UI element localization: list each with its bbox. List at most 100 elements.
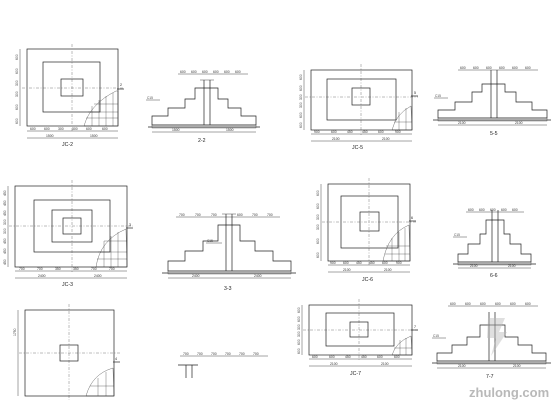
dim-row-top: 700 700 700 600 700 700: [179, 213, 273, 217]
svg-text:450: 450: [3, 190, 7, 196]
svg-text:600: 600: [299, 112, 303, 118]
svg-text:450: 450: [3, 238, 7, 244]
caption: 3-3: [224, 286, 232, 292]
dim-row-bottom: 900 600 450 450 600 900 2100 2100: [330, 261, 402, 272]
svg-text:700: 700: [252, 213, 258, 217]
section-4-4-partial: 700 700 700 700 700 700: [178, 352, 268, 378]
svg-text:300: 300: [297, 324, 301, 330]
plan-jc-5: 5 900 600 450 450 600 900 2100 2100 600 …: [299, 64, 418, 151]
plan-jc-2: 2 600 600 300 300 600 600 1500 1500 600 …: [15, 44, 124, 148]
svg-text:300: 300: [15, 91, 19, 97]
dim-col-left: 600 600 300 300 600 600: [316, 190, 320, 258]
svg-text:600: 600: [460, 66, 466, 70]
svg-text:600: 600: [499, 66, 505, 70]
plan-jc-7: 7 600 600 450 450 600 600 2100 2100 600 …: [297, 299, 418, 377]
caption: JC-2: [62, 142, 73, 148]
svg-text:2100: 2100: [343, 268, 351, 272]
caption: 5-5: [490, 131, 498, 137]
svg-text:600: 600: [465, 302, 471, 306]
svg-text:2100: 2100: [515, 121, 523, 125]
svg-text:600: 600: [382, 261, 388, 265]
svg-text:2100: 2100: [384, 268, 392, 272]
svg-text:600: 600: [180, 70, 186, 74]
dim-row-bottom: 600 600 300 300 600 600 1500 1500: [30, 127, 108, 138]
svg-text:600: 600: [343, 261, 349, 265]
dim-row-top: 700 700 700 700 700 700: [183, 352, 259, 356]
caption: 7-7: [486, 374, 494, 380]
svg-text:600: 600: [501, 208, 507, 212]
dim-row-top: 600 600 600 600 600 600: [460, 66, 531, 70]
svg-text:700: 700: [197, 352, 203, 356]
svg-text:600: 600: [297, 316, 301, 322]
dim-row-top: 600 600 600 600 600 600: [450, 302, 531, 306]
cut-mark: 7: [414, 325, 416, 329]
section-6-6: 600 600 600 600 600 2100 2100 C15 6-6: [453, 208, 536, 279]
svg-text:300: 300: [72, 127, 78, 131]
svg-text:600: 600: [510, 302, 516, 306]
svg-text:300: 300: [58, 127, 64, 131]
svg-text:600: 600: [299, 122, 303, 128]
cut-mark: 3: [129, 223, 131, 227]
svg-text:300: 300: [15, 80, 19, 86]
svg-text:2100: 2100: [513, 364, 521, 368]
dim-col-left: 450 450 450 300 300 450 450 450: [3, 190, 7, 265]
svg-text:600: 600: [297, 339, 301, 345]
svg-text:2100: 2100: [458, 364, 466, 368]
svg-text:600: 600: [316, 252, 320, 258]
svg-text:450: 450: [3, 259, 7, 265]
svg-text:450: 450: [345, 355, 351, 359]
svg-text:350: 350: [73, 267, 79, 271]
svg-text:600: 600: [44, 127, 50, 131]
svg-text:600: 600: [297, 307, 301, 313]
svg-text:900: 900: [330, 261, 336, 265]
svg-text:2100: 2100: [382, 137, 390, 141]
svg-text:600: 600: [316, 190, 320, 196]
svg-text:900: 900: [396, 261, 402, 265]
svg-text:2100: 2100: [332, 137, 340, 141]
svg-text:600: 600: [512, 208, 518, 212]
svg-text:450: 450: [347, 130, 353, 134]
caption: JC-5: [352, 145, 363, 151]
svg-text:700: 700: [19, 267, 25, 271]
svg-text:700: 700: [195, 213, 201, 217]
svg-text:600: 600: [15, 118, 19, 124]
svg-text:600: 600: [495, 302, 501, 306]
dim-row-top: 600 600 600 600 600: [468, 208, 518, 212]
svg-text:600: 600: [331, 130, 337, 134]
svg-text:300: 300: [299, 102, 303, 108]
svg-text:600: 600: [480, 302, 486, 306]
dim-row-bottom: 900 600 450 450 600 900 2100 2100: [314, 130, 401, 141]
cut-mark: 5: [414, 91, 416, 95]
svg-text:600: 600: [468, 208, 474, 212]
svg-text:700: 700: [253, 352, 259, 356]
svg-text:450: 450: [369, 261, 375, 265]
dim-row-bottom: 600 600 450 450 600 600 2100 2100: [312, 355, 400, 366]
svg-text:450: 450: [361, 355, 367, 359]
svg-text:600: 600: [299, 74, 303, 80]
svg-text:700: 700: [211, 213, 217, 217]
svg-text:600: 600: [490, 208, 496, 212]
svg-text:2400: 2400: [254, 274, 262, 278]
section-3-3: 700 700 700 600 700 700 2400 2400 C15 3-…: [162, 213, 296, 292]
svg-text:700: 700: [37, 267, 43, 271]
dim-col-left: 1750: [13, 328, 17, 336]
svg-text:600: 600: [235, 70, 241, 74]
svg-text:600: 600: [479, 208, 485, 212]
svg-text:450: 450: [3, 200, 7, 206]
svg-text:1500: 1500: [172, 128, 180, 132]
section-7-7: 600 600 600 600 600 600 2100 2100 C15 7-…: [432, 302, 551, 380]
svg-text:600: 600: [312, 355, 318, 359]
svg-text:1500: 1500: [46, 134, 54, 138]
svg-text:700: 700: [225, 352, 231, 356]
svg-text:600: 600: [102, 127, 108, 131]
svg-text:2100: 2100: [381, 362, 389, 366]
caption: JC-7: [350, 371, 361, 377]
svg-text:300: 300: [299, 94, 303, 100]
svg-text:2100: 2100: [458, 121, 466, 125]
cut-mark: 4: [115, 357, 117, 361]
svg-text:700: 700: [179, 213, 185, 217]
svg-text:600: 600: [316, 238, 320, 244]
dim-col-left: 600 600 300 300 600 600: [297, 307, 301, 354]
svg-text:2400: 2400: [38, 274, 46, 278]
